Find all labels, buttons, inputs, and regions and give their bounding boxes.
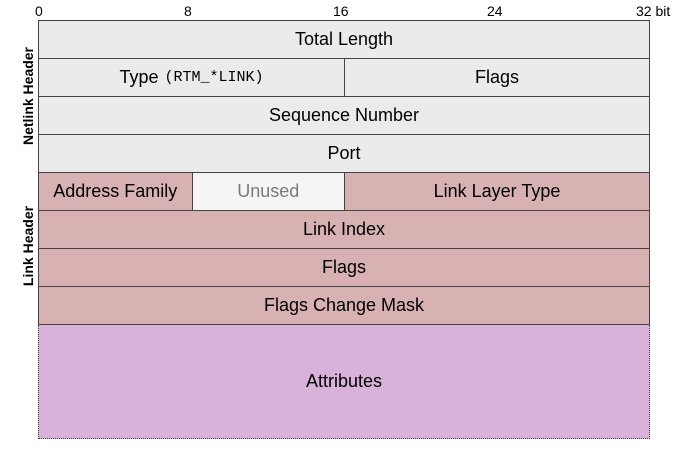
field-total-length: Total Length: [39, 21, 649, 58]
field-sequence-number: Sequence Number: [39, 97, 649, 134]
field-port: Port: [39, 135, 649, 172]
field-type: Type (RTM_*LINK): [39, 59, 344, 96]
field-address-family: Address Family: [39, 173, 192, 210]
field-type-value: (RTM_*LINK): [164, 69, 264, 86]
field-link-layer-type: Link Layer Type: [344, 173, 649, 210]
field-flags-link-label: Flags: [321, 257, 366, 277]
field-flags-netlink-label: Flags: [474, 67, 519, 87]
field-flags-change-mask: Flags Change Mask: [39, 287, 649, 324]
row-type-flags: Type (RTM_*LINK) Flags: [38, 59, 650, 97]
link-header-label: Link Header: [20, 205, 36, 287]
field-flags-netlink: Flags: [344, 59, 649, 96]
row-flags-link: Flags: [38, 249, 650, 287]
field-attributes-label: Attributes: [305, 371, 383, 391]
field-port-label: Port: [327, 143, 361, 163]
row-port: Port: [38, 135, 650, 173]
field-attributes: Attributes: [38, 325, 650, 439]
packet-layout-grid: Total Length Type (RTM_*LINK) Flags Sequ…: [38, 20, 650, 439]
row-flags-change-mask: Flags Change Mask: [38, 287, 650, 325]
field-link-index-label: Link Index: [302, 219, 386, 239]
field-unused-label: Unused: [237, 181, 300, 201]
field-link-layer-type-label: Link Layer Type: [433, 181, 561, 201]
bit-tick-16: 16: [333, 3, 349, 19]
field-link-index: Link Index: [39, 211, 649, 248]
field-flags-change-mask-label: Flags Change Mask: [263, 295, 425, 315]
field-total-length-label: Total Length: [294, 29, 394, 49]
field-unused: Unused: [191, 173, 344, 210]
field-sequence-number-label: Sequence Number: [268, 105, 420, 125]
row-sequence-number: Sequence Number: [38, 97, 650, 135]
bit-tick-24: 24: [487, 3, 503, 19]
row-family-type: Address Family Unused Link Layer Type: [38, 173, 650, 211]
bit-tick-0: 0: [35, 3, 43, 19]
row-link-index: Link Index: [38, 211, 650, 249]
bit-tick-32: 32 bit: [636, 3, 671, 19]
bit-tick-8: 8: [184, 3, 192, 19]
row-total-length: Total Length: [38, 20, 650, 59]
field-address-family-label: Address Family: [53, 181, 178, 201]
field-type-label: Type: [119, 67, 159, 87]
field-flags-link: Flags: [39, 249, 649, 286]
netlink-header-label: Netlink Header: [20, 46, 36, 146]
